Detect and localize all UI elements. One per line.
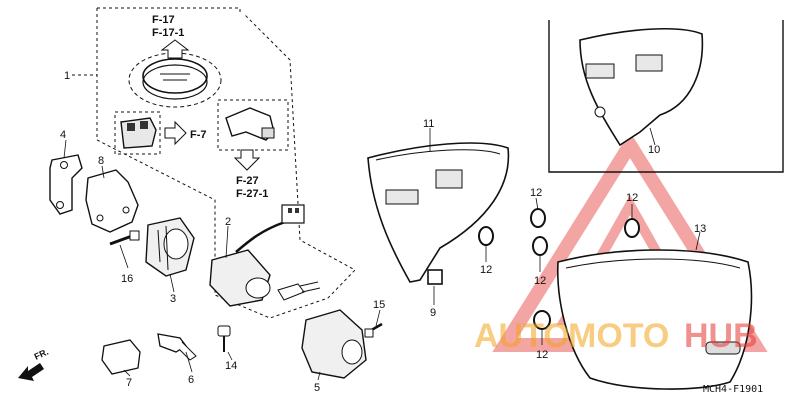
bracket-part-4-drawing	[49, 154, 83, 215]
ignition-switch-part-2-drawing	[209, 204, 321, 307]
figure-ref-f27: F-27	[236, 175, 259, 187]
key-blank-part-6-drawing	[157, 333, 197, 361]
watermark-text-auto: AUTO	[474, 317, 570, 355]
part-label-14: 14	[225, 360, 237, 372]
side-cover-right-part-13-drawing	[556, 249, 753, 390]
part-label-16: 16	[121, 273, 133, 285]
part-label-1: 1	[64, 70, 70, 82]
grommet-drawings	[427, 208, 640, 330]
figure-ref-f27-1: F-27-1	[236, 188, 268, 200]
part-label-4: 4	[60, 129, 66, 141]
figure-ref-f17-1: F-17-1	[152, 27, 184, 39]
figure-ref-f7: F-7	[190, 129, 207, 141]
diagram-code: MCH4-F1901	[703, 384, 763, 395]
part-label-12: 12	[534, 275, 546, 287]
leader-lines	[63, 127, 701, 381]
part-label-12: 12	[480, 264, 492, 276]
key-tag-part-7-drawing	[101, 339, 141, 375]
part-label-7: 7	[126, 377, 132, 389]
part-label-8: 8	[98, 155, 104, 167]
arrow-up-icon	[160, 39, 190, 59]
front-direction-arrow-icon	[18, 363, 44, 381]
fuel-cap-drawing	[128, 52, 222, 108]
watermark-text-hub: HUB	[684, 317, 758, 355]
helmet-holder-drawing	[217, 99, 289, 151]
part-label-12: 12	[626, 192, 638, 204]
figure-ref-f17: F-17	[152, 14, 175, 26]
bracket-plate-part-8-drawing	[85, 169, 139, 233]
lock-cylinder-part-3-drawing	[145, 217, 195, 277]
part-label-11: 11	[423, 118, 434, 130]
part-label-12: 12	[536, 349, 548, 361]
part-label-3: 3	[170, 293, 176, 305]
part-label-10: 10	[648, 144, 660, 156]
kit-boundary-outline	[96, 7, 356, 319]
part-label-9: 9	[430, 307, 436, 319]
watermark-text-moto: MOTO	[568, 317, 669, 355]
part-label-15: 15	[373, 299, 385, 311]
part-label-2: 2	[225, 216, 231, 228]
part-label-5: 5	[314, 382, 320, 394]
bolt-part-15-drawing	[364, 322, 383, 338]
part-label-13: 13	[694, 223, 706, 235]
arrow-down-icon	[233, 149, 261, 171]
seat-lock-drawing	[114, 111, 161, 155]
bolt-part-16-drawing	[109, 230, 140, 246]
arrow-right-icon	[164, 120, 187, 146]
side-cover-left-part-11-drawing	[367, 142, 510, 283]
watermark-text: AUTO MOTO HUB	[474, 317, 758, 355]
part-label-12: 12	[530, 187, 542, 199]
part-label-6: 6	[188, 374, 194, 386]
screw-part-14-drawing	[217, 325, 231, 352]
inset-box	[548, 20, 784, 173]
front-direction-label: FR.	[33, 347, 50, 362]
switch-cover-part-5-drawing	[301, 309, 367, 379]
